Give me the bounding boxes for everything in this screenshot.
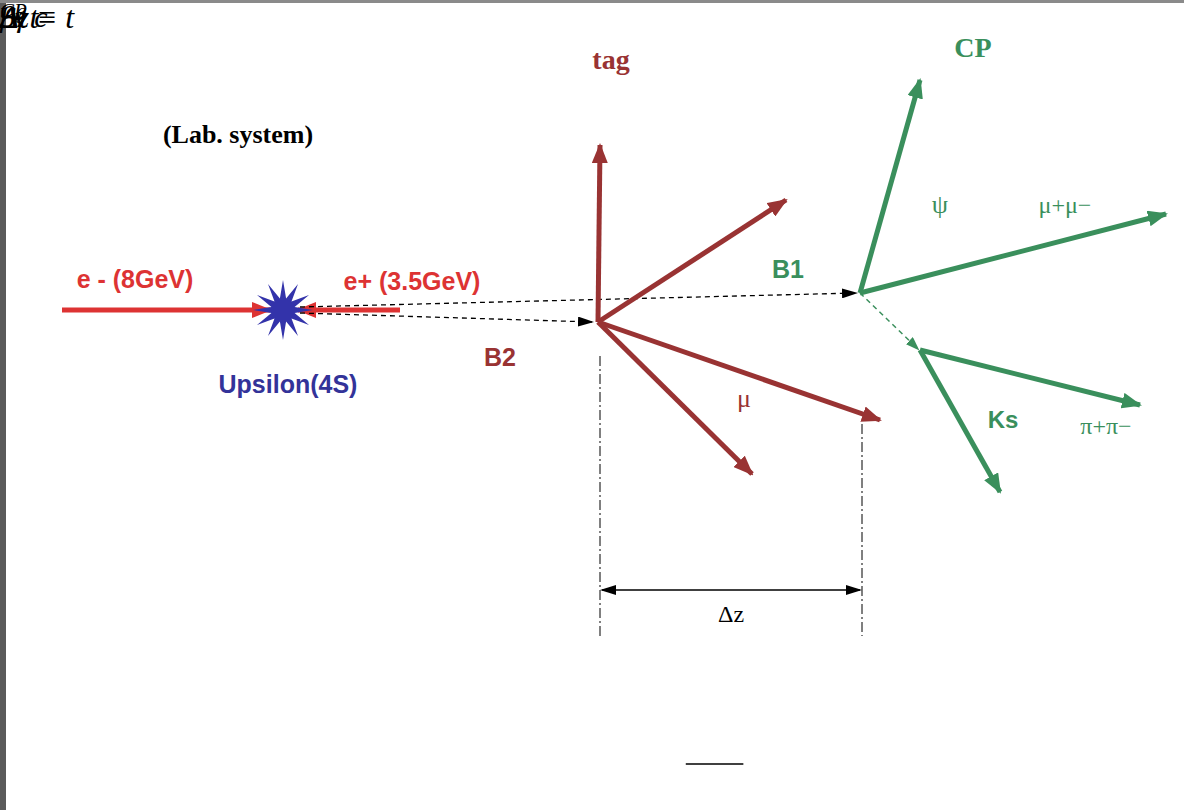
particle-name: μ+μ− [1039, 192, 1092, 218]
b2-flight-path [300, 313, 592, 322]
tag-heading: tag [592, 45, 629, 76]
pion-track [920, 350, 1140, 405]
meson-label: B2 [484, 344, 516, 372]
tag-track [598, 200, 786, 322]
tag-track [598, 145, 600, 322]
extension-line [862, 424, 863, 636]
ks-flight-path [860, 293, 918, 349]
beam-label: e - (8GeV) [77, 266, 194, 294]
cp-heading: CP [954, 33, 991, 64]
frame-edge [0, 0, 1184, 3]
collision-star [253, 280, 313, 340]
muon-track [598, 322, 880, 420]
dimension-label: Δz [718, 601, 744, 627]
particle-name: ψ [932, 191, 948, 220]
particle-name: π+π− [1080, 413, 1131, 439]
particle-name: Ks [988, 407, 1019, 433]
tag-track [598, 322, 752, 474]
extension-line [600, 356, 601, 636]
beam-label: e+ (3.5GeV) [344, 268, 481, 296]
meson-label: B1 [772, 256, 804, 284]
resonance-label: Upsilon(4S) [219, 371, 358, 399]
dimension-arrow [602, 589, 860, 591]
formula-denominator: βγ c [0, 0, 48, 33]
electron-beam [62, 308, 270, 313]
fraction-bar [686, 763, 744, 765]
particle-name: μ [737, 385, 751, 414]
positron-beam [298, 308, 400, 313]
frame-edge [0, 0, 6, 810]
cp-track [860, 214, 1166, 293]
frame-note: (Lab. system) [163, 121, 313, 150]
cp-track [860, 80, 920, 293]
